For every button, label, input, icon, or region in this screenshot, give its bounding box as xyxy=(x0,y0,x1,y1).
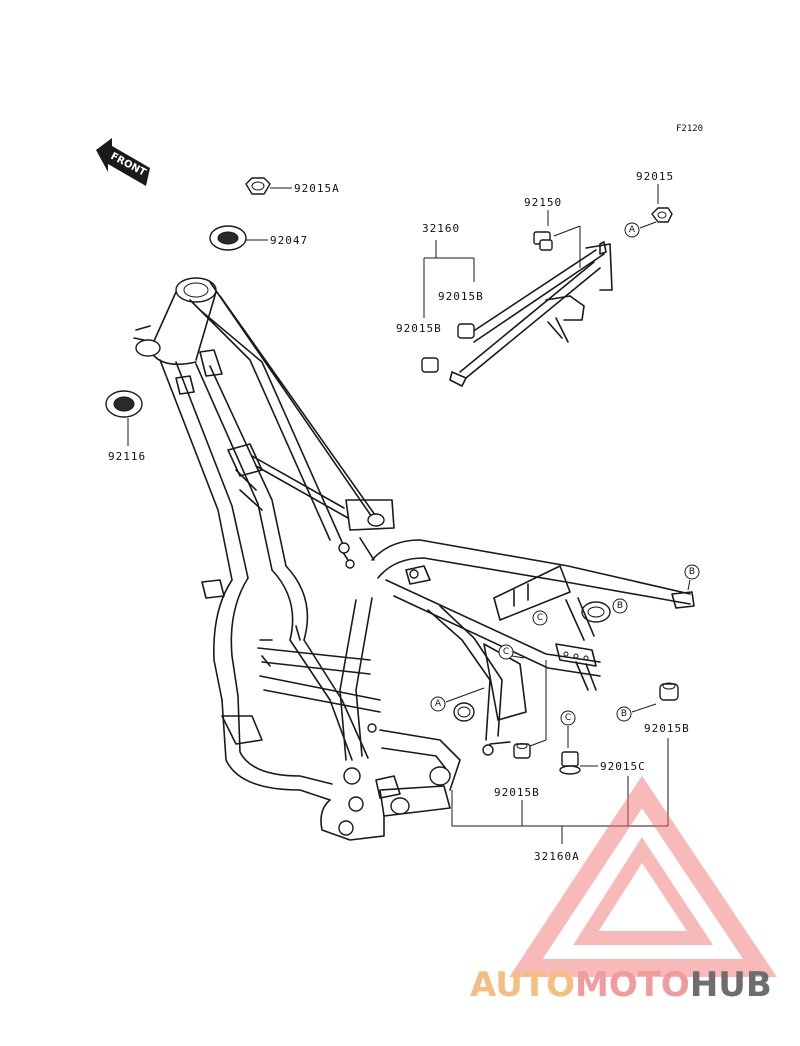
subframe-upper-group: 32160 92015B 92015B 92150 92015 A xyxy=(396,170,674,387)
seal-92116-icon xyxy=(105,390,143,446)
figure-code: F2120 xyxy=(676,124,703,134)
watermark-logo: AUTOMOTOHUB xyxy=(470,775,777,1005)
callout-b-lower: B xyxy=(616,706,632,722)
seal-92047-icon xyxy=(209,225,268,251)
part-number-nut-top: 92015A xyxy=(294,182,340,195)
part-number-seal-top: 92047 xyxy=(270,234,308,247)
watermark-auto: AUTOMOTOHUB xyxy=(470,965,772,1005)
nut-92015a-icon xyxy=(245,177,292,195)
callout-a-upper: A xyxy=(624,222,640,238)
callout-c-rail: C xyxy=(532,610,548,626)
svg-text:A: A xyxy=(435,699,442,709)
part-number-seal-bottom: 92116 xyxy=(108,450,146,463)
callout-c-rail-2: C xyxy=(498,644,514,660)
part-number-collar-lower-right: 92015B xyxy=(644,722,690,735)
svg-text:B: B xyxy=(621,709,627,719)
part-number-collar-upper-inner: 92015B xyxy=(438,290,484,303)
svg-text:C: C xyxy=(537,613,543,623)
svg-text:C: C xyxy=(503,647,509,657)
part-number-bolt-upper: 92150 xyxy=(524,196,562,209)
front-arrow-icon: FRONT xyxy=(96,138,150,186)
svg-text:B: B xyxy=(617,601,623,611)
collar-upper-left-icon xyxy=(421,357,439,373)
main-frame xyxy=(133,277,695,841)
svg-text:A: A xyxy=(629,225,636,235)
part-number-bolt-lower-c: 92015C xyxy=(600,760,646,773)
part-number-frame-upper-group: 32160 xyxy=(422,222,460,235)
callout-a-lower: A xyxy=(430,696,446,712)
bolt-92015c-icon xyxy=(559,751,581,775)
callout-b-rear: B xyxy=(684,564,700,580)
collar-92015b-mid-icon xyxy=(513,743,531,759)
collar-upper-inner-icon xyxy=(457,323,475,339)
bolt-92150-icon xyxy=(533,231,553,251)
nut-92015-icon xyxy=(651,207,673,223)
callout-b-pivot: B xyxy=(612,598,628,614)
callout-c-lower: C xyxy=(560,710,576,726)
svg-text:B: B xyxy=(689,567,695,577)
part-number-nut-upper-right: 92015 xyxy=(636,170,674,183)
collar-92015b-right-icon xyxy=(659,682,679,701)
part-number-collar-lower-mid: 92015B xyxy=(494,786,540,799)
part-number-collar-upper-left: 92015B xyxy=(396,322,442,335)
svg-text:C: C xyxy=(565,713,571,723)
part-number-frame-lower-group: 32160A xyxy=(534,850,580,863)
